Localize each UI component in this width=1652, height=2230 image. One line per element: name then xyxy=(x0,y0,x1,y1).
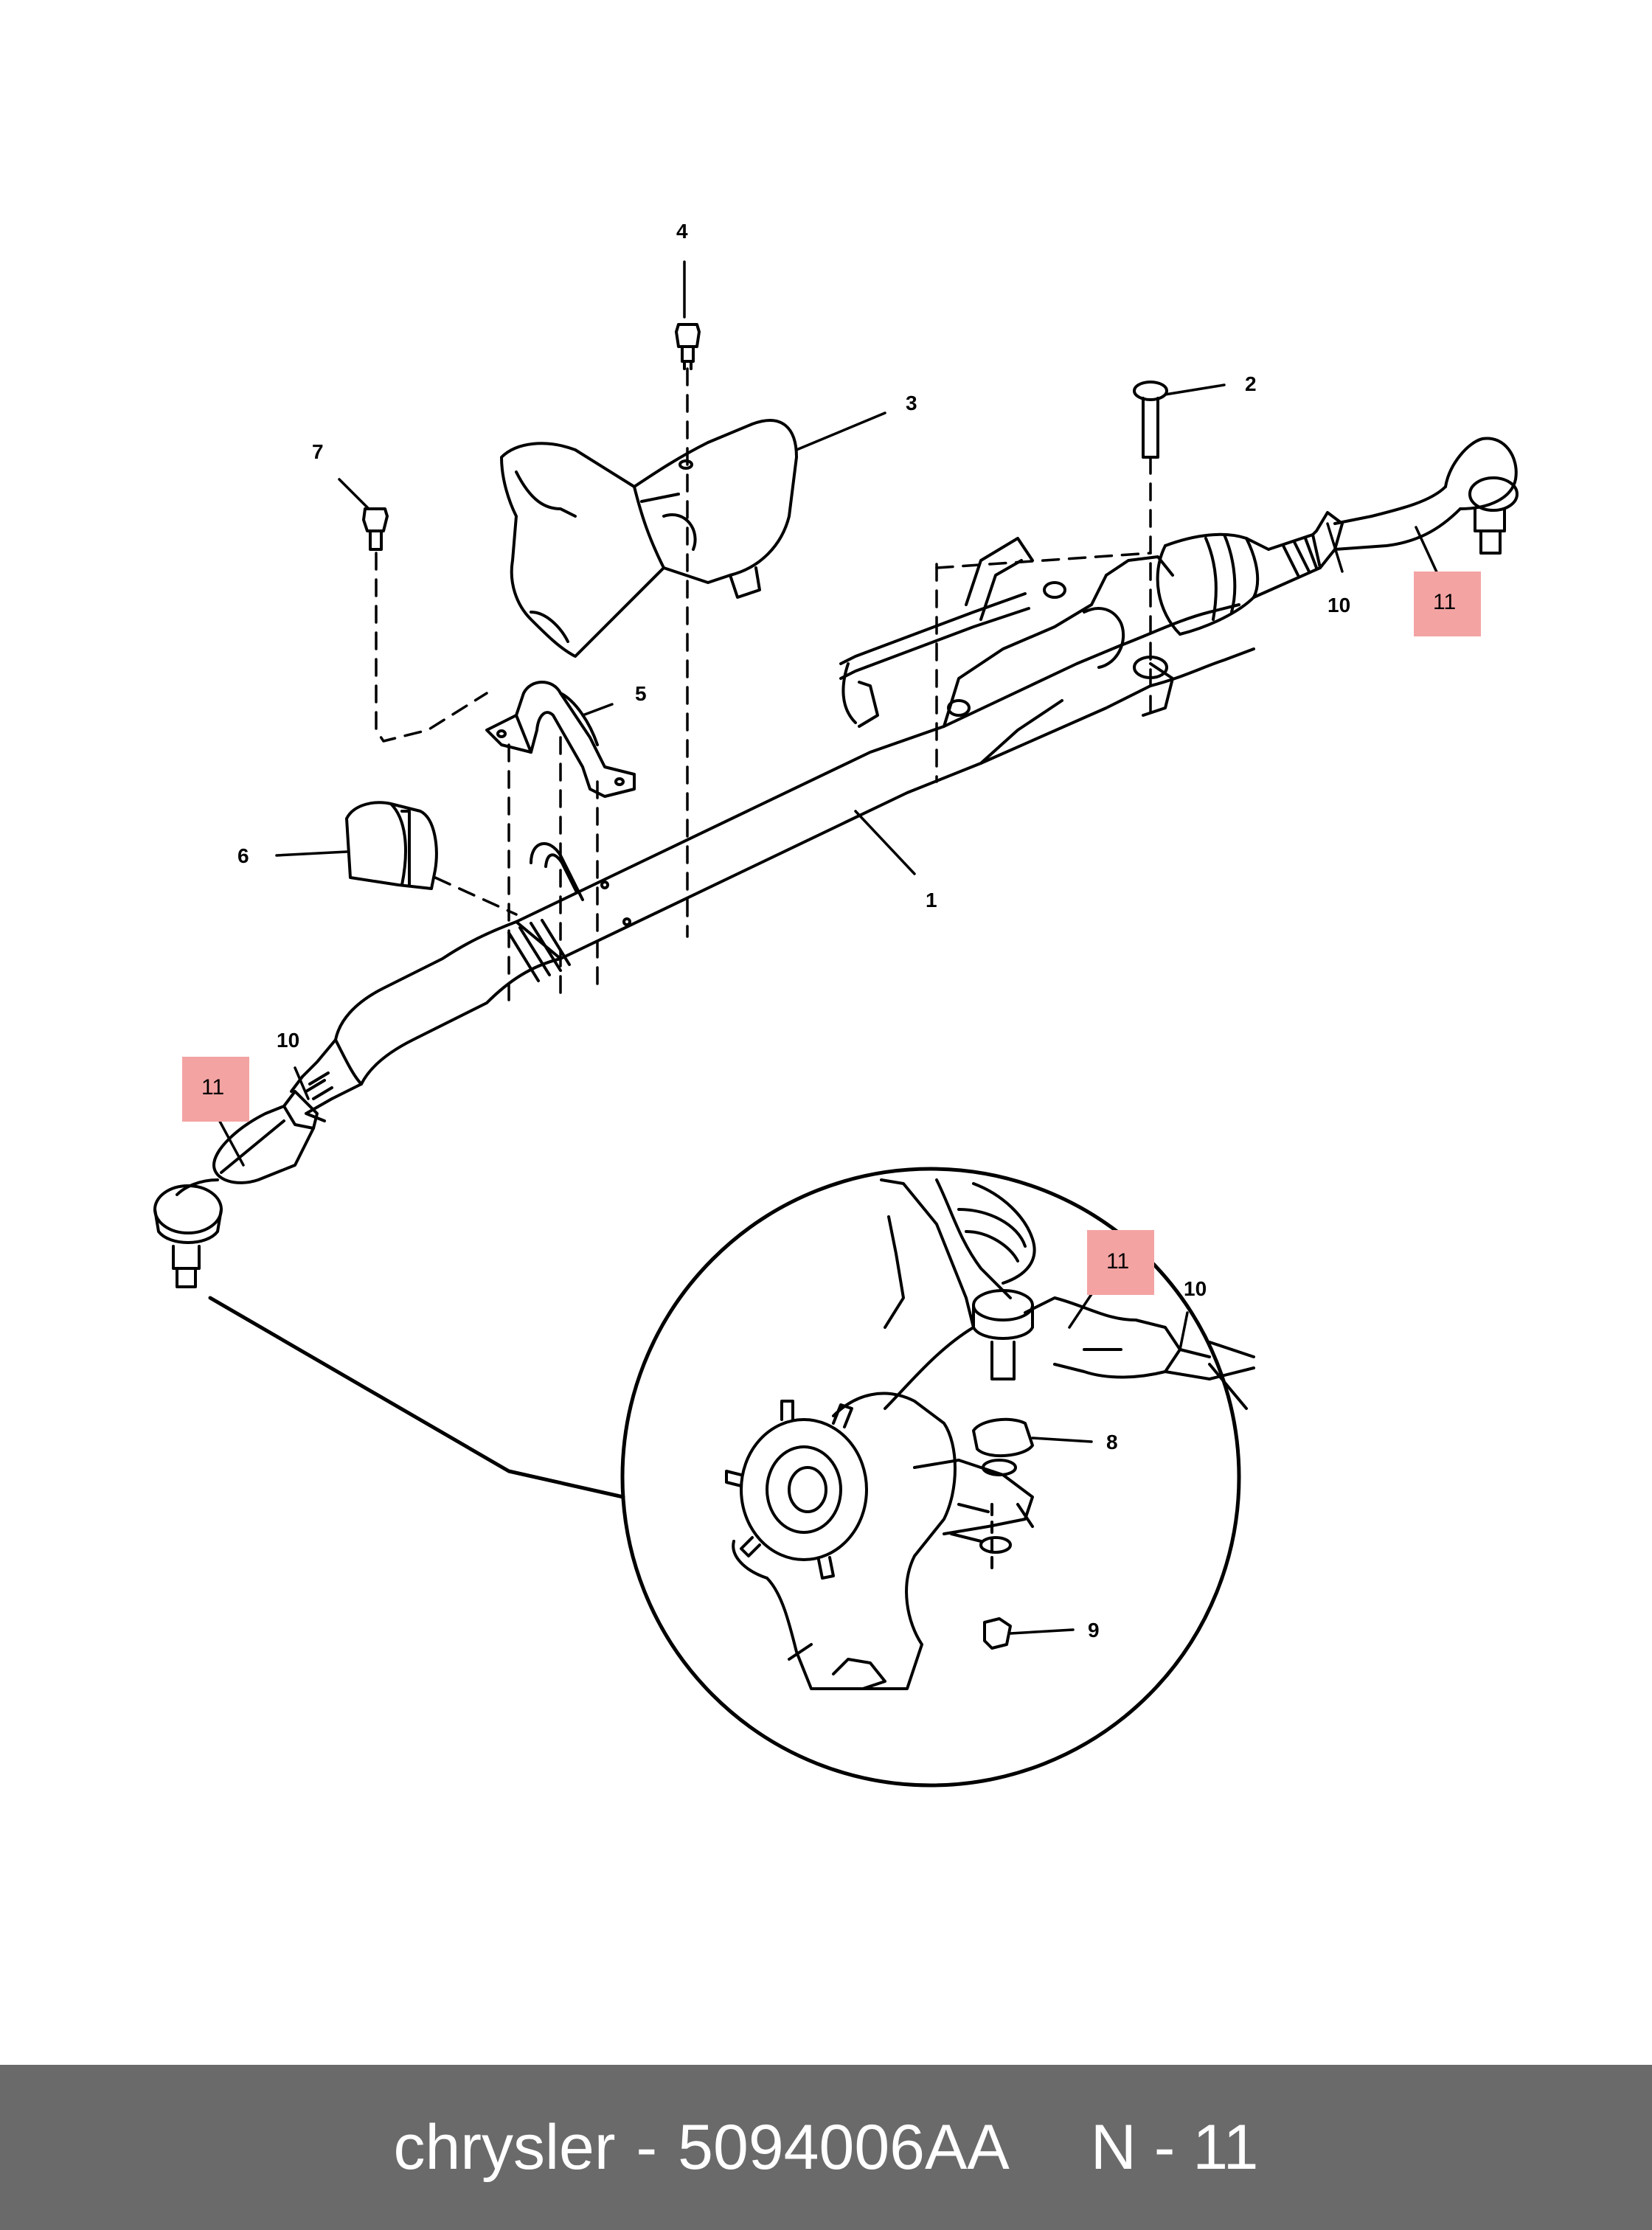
bushing xyxy=(345,801,438,890)
detail-leader-lines xyxy=(1009,1282,1189,1635)
callout-10-detail: 10 xyxy=(1184,1277,1207,1300)
callout-6: 6 xyxy=(237,844,249,867)
clamp xyxy=(485,681,636,798)
center-lines xyxy=(375,367,1152,1004)
steering-rack xyxy=(334,532,1270,1086)
highlight-box-detail xyxy=(1087,1230,1154,1295)
callout-2: 2 xyxy=(1245,372,1257,395)
callout-8: 8 xyxy=(1106,1431,1118,1453)
footer-bar: chrysler - 5094006AA N - 11 xyxy=(0,2065,1652,2230)
callout-10-left: 10 xyxy=(277,1029,299,1052)
highlight-box-right xyxy=(1414,572,1481,636)
heat-shield xyxy=(500,419,798,658)
callout-3: 3 xyxy=(906,392,917,414)
leader-lines xyxy=(216,260,1440,1167)
callout-7: 7 xyxy=(312,440,324,463)
footer-brand: chrysler xyxy=(393,2111,616,2183)
bolt-4 xyxy=(675,323,701,370)
callout-9: 9 xyxy=(1088,1619,1100,1642)
callout-4: 4 xyxy=(676,220,688,243)
footer-part-number: 5094006AA xyxy=(678,2111,1010,2183)
callout-1: 1 xyxy=(926,889,937,911)
footer-ref: N - 11 xyxy=(1090,2111,1259,2183)
tie-rod-end-right xyxy=(1252,437,1519,599)
callout-11-right: 11 xyxy=(1433,590,1456,614)
highlight-box-left xyxy=(182,1057,249,1122)
parts-diagram: 4 3 2 7 5 6 1 10 10 10 8 9 11 11 11 xyxy=(153,220,1519,1788)
tie-rod-end-left xyxy=(153,1038,363,1288)
bolt-2 xyxy=(1133,381,1168,459)
callout-11-detail: 11 xyxy=(1106,1249,1129,1274)
footer-separator: - xyxy=(636,2111,658,2183)
callout-11-left: 11 xyxy=(201,1075,224,1100)
callout-5: 5 xyxy=(635,682,647,705)
bolt-7 xyxy=(362,507,389,551)
callout-10-right: 10 xyxy=(1328,594,1350,616)
detail-view xyxy=(208,1167,1255,1788)
